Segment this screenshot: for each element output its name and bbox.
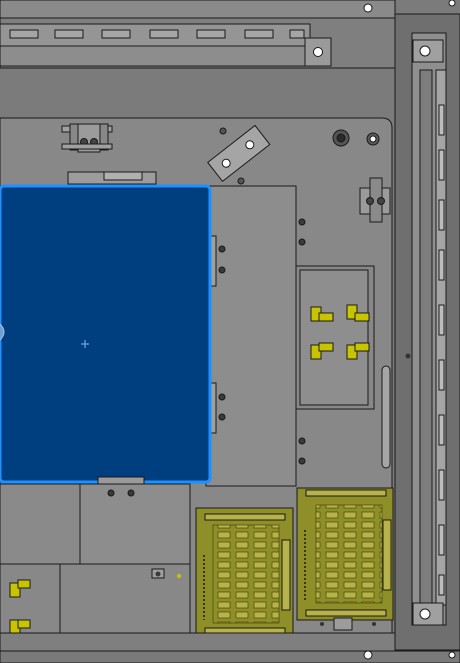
bracket-hole-icon [245, 140, 255, 150]
mounting-hole-icon [369, 135, 377, 143]
screw-icon [298, 218, 306, 226]
mounting-hole-icon [336, 133, 346, 143]
bottom-rail-lip [0, 650, 460, 663]
terminal-block[interactable] [61, 123, 113, 153]
backing-plate-clip [103, 171, 143, 181]
fitting-icon [346, 304, 370, 322]
bracket-hole-icon [221, 158, 231, 168]
rail-bottom-hole-icon [419, 608, 431, 620]
lower-left-bracket[interactable] [0, 483, 191, 635]
slot-pin-icon [405, 353, 411, 359]
screw-icon [155, 571, 161, 577]
terminal-block-right[interactable] [359, 177, 391, 223]
rail-slots [438, 104, 445, 596]
standoff-icon [219, 127, 227, 135]
screw-icon [366, 197, 374, 205]
bottom-corner-hole-icon [363, 650, 373, 660]
fitting-icon [346, 342, 370, 360]
screw-icon [107, 489, 115, 497]
side-hole-icon [448, 0, 456, 7]
rail-hole-icon [313, 47, 323, 57]
screw-icon [372, 622, 376, 626]
bottom-fitting [333, 617, 353, 631]
fitting-icon [9, 579, 31, 598]
screw-icon [218, 413, 226, 421]
screw-icon [218, 245, 226, 253]
screw-icon [298, 457, 306, 465]
fitting-icon [310, 342, 334, 360]
bottom-rail[interactable] [0, 632, 396, 652]
selected-panel-face[interactable] [0, 184, 212, 485]
screw-icon [127, 489, 135, 497]
screw-icon [218, 266, 226, 274]
screw-icon [177, 574, 181, 578]
screw-icon [377, 197, 385, 205]
screw-icon [320, 622, 324, 626]
standoff-icon [237, 177, 245, 185]
cable-slot [381, 365, 391, 469]
fitting-manifold[interactable] [295, 265, 375, 410]
rail-top-hole-icon [419, 45, 431, 57]
screw-icon [298, 437, 306, 445]
screw-icon [298, 238, 306, 246]
side-housing[interactable] [205, 185, 306, 487]
origin-cross-icon [81, 340, 89, 348]
fitting-icon [310, 306, 334, 322]
screw-icon [218, 393, 226, 401]
pcb-board-left[interactable] [195, 507, 294, 641]
pcb-board-right[interactable] [296, 487, 394, 621]
angle-bracket[interactable] [207, 124, 271, 183]
right-rail[interactable] [394, 0, 460, 651]
bottom-right-hole-icon [448, 651, 456, 659]
top-rail[interactable] [0, 0, 396, 69]
top-corner-hole-icon [363, 3, 373, 13]
